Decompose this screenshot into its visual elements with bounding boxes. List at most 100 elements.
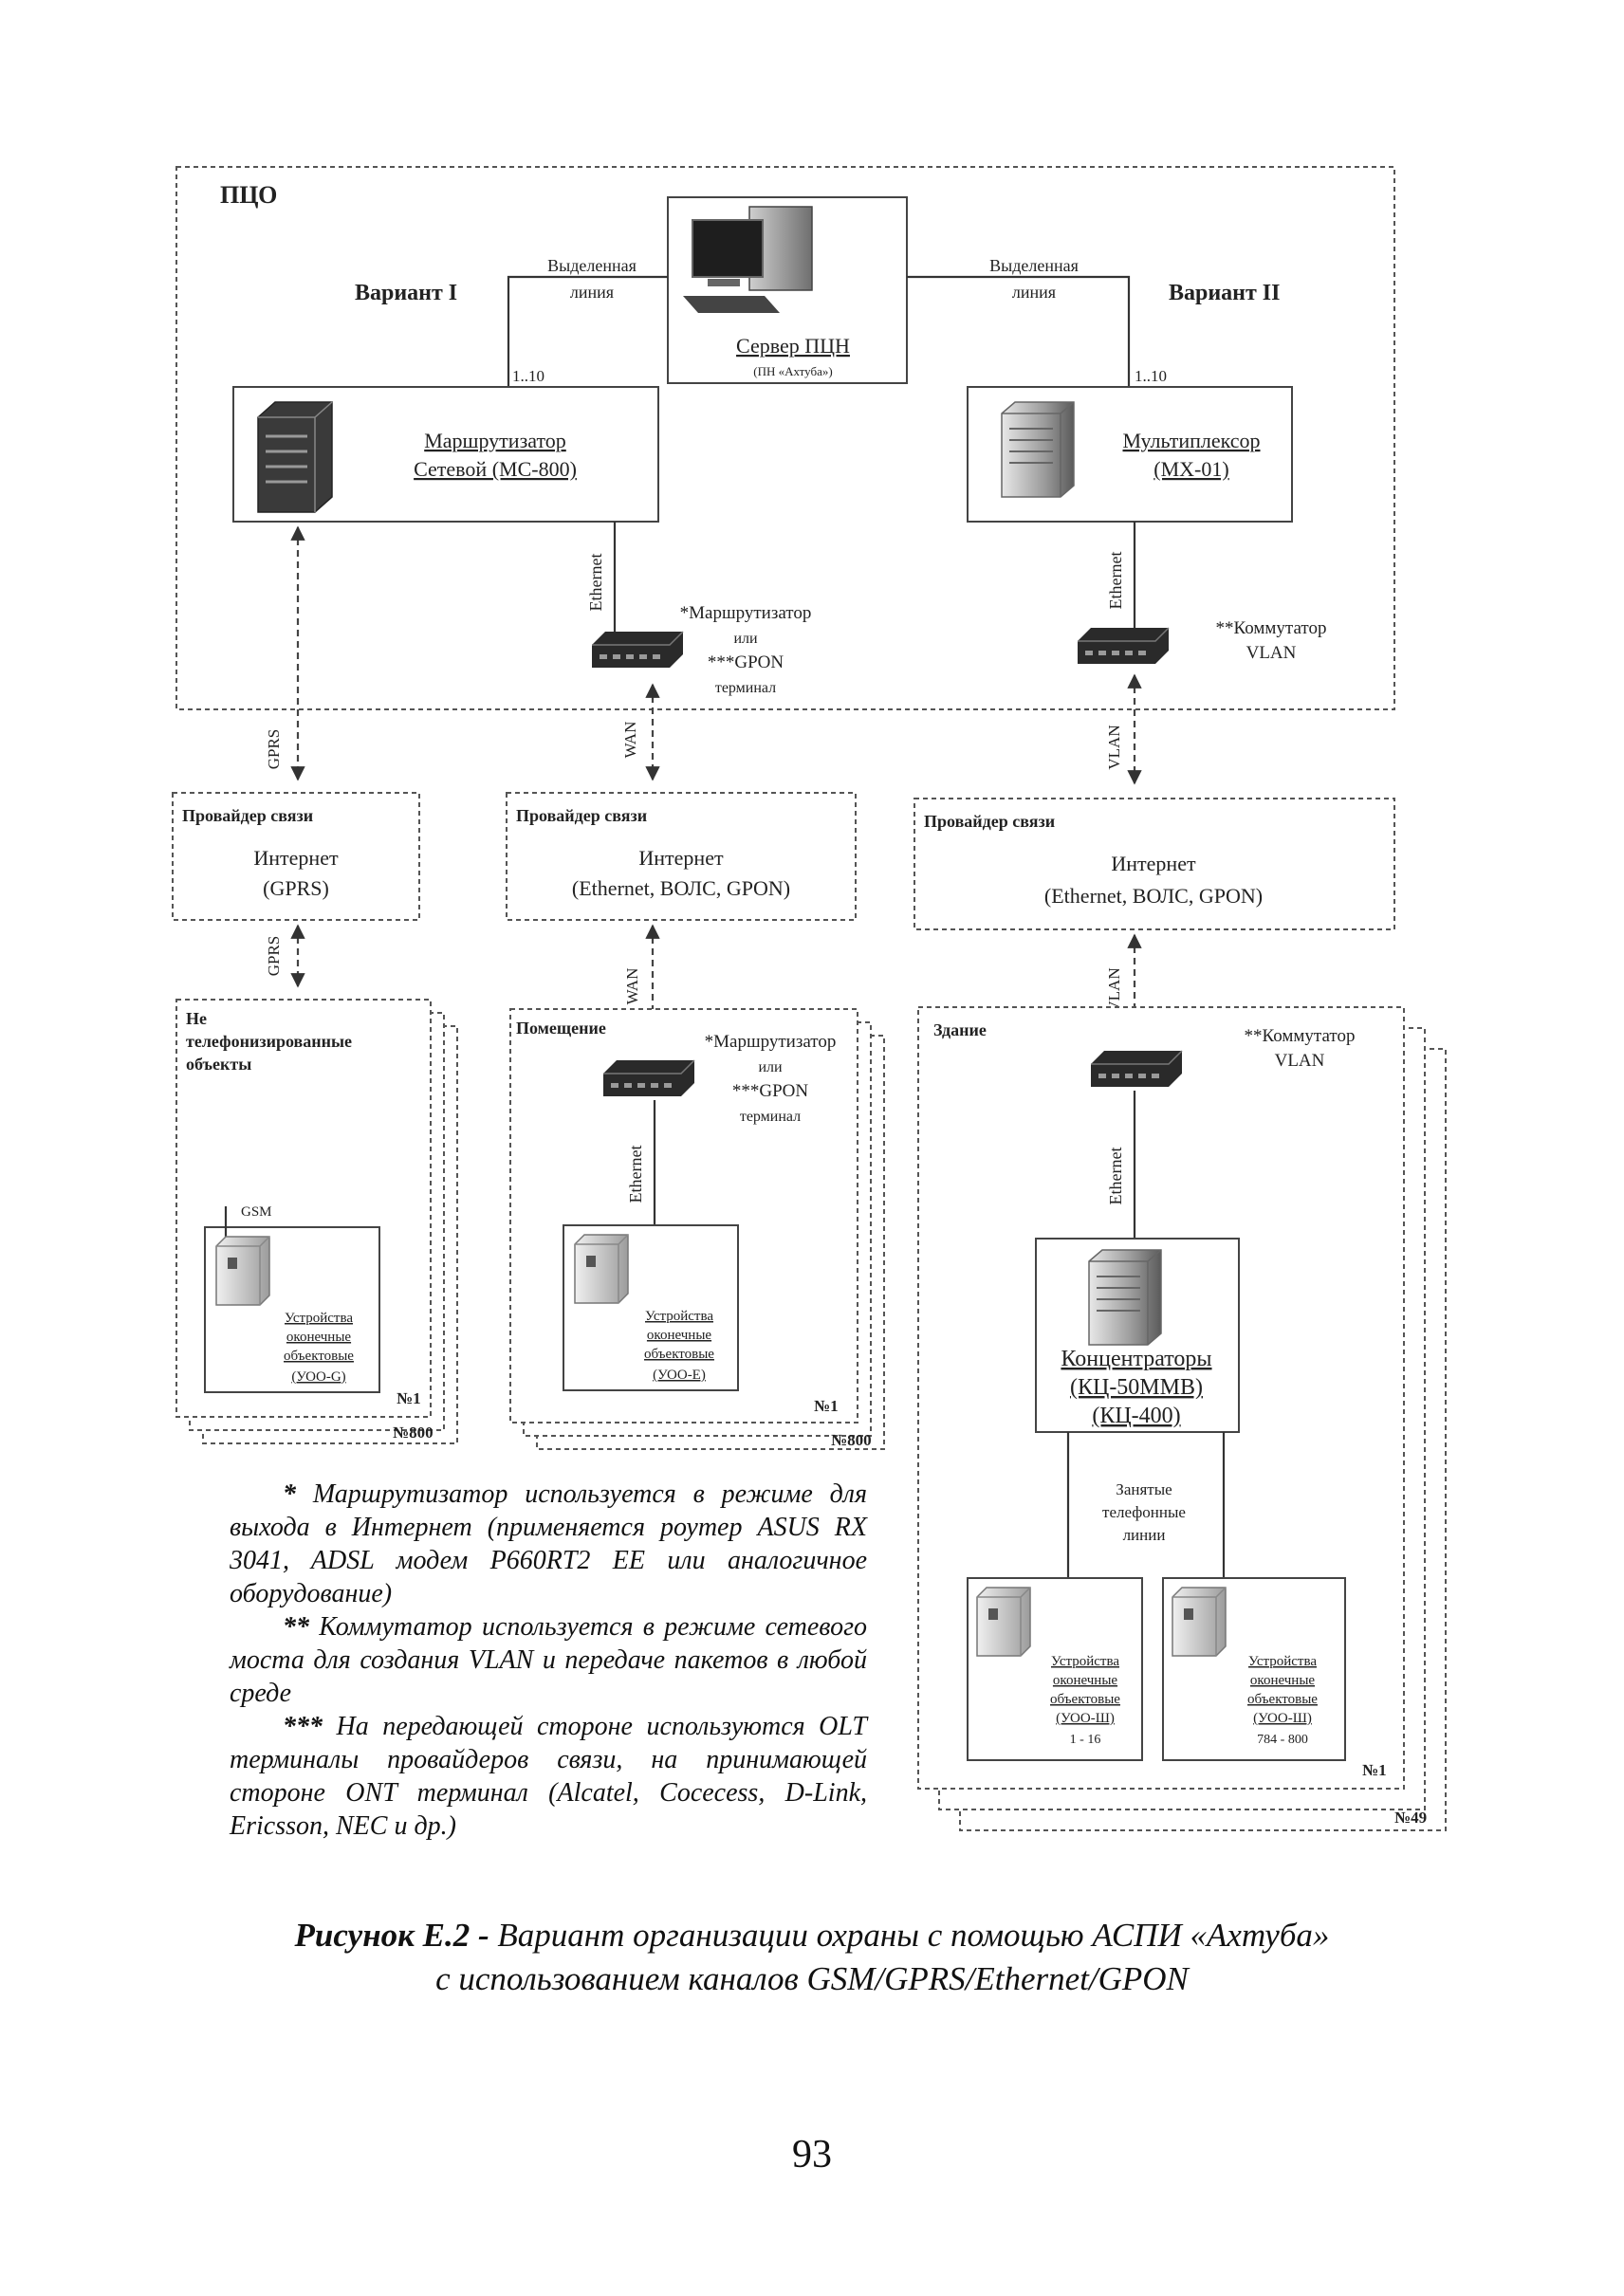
device-sh2-1: Устройства bbox=[1248, 1654, 1317, 1669]
router-note-pco-4: терминал bbox=[715, 680, 776, 696]
server-name: Сервер ПЦН bbox=[736, 334, 850, 358]
device-g-1: Устройства bbox=[285, 1311, 353, 1326]
wan-link-label-2: WAN bbox=[623, 968, 641, 1005]
footnote-3-mark: *** bbox=[283, 1712, 323, 1741]
provider-internet-3: Интернет bbox=[1111, 852, 1196, 875]
variant2-label: Вариант II bbox=[1169, 281, 1280, 305]
device-e-1: Устройства bbox=[645, 1309, 713, 1324]
non-phone-1: Не bbox=[186, 1009, 207, 1028]
pcn-frame bbox=[175, 166, 1395, 710]
no800-middle: №800 bbox=[831, 1431, 872, 1449]
router-gpon-icon-premises bbox=[602, 1059, 695, 1097]
router-note-prem-2: или bbox=[758, 1059, 783, 1075]
switch-note-pco-1: **Коммутатор bbox=[1216, 618, 1327, 638]
caption-text-2: с использованием каналов GSM/GPRS/Ethern… bbox=[435, 1960, 1189, 1997]
provider-sub-3: (Ethernet, ВОЛС, GPON) bbox=[1044, 884, 1263, 908]
switch-note-pco-2: VLAN bbox=[1246, 643, 1297, 663]
router-mc-name: Маршрутизатор bbox=[424, 429, 566, 452]
device-sh1-2: оконечные bbox=[1053, 1673, 1117, 1688]
concentrators-1: Концентраторы bbox=[1061, 1347, 1211, 1371]
router-note-prem-3: ***GPON bbox=[732, 1081, 809, 1101]
non-phone-2: телефонизированные bbox=[186, 1032, 352, 1051]
device-e-4: (УОО-E) bbox=[653, 1368, 706, 1383]
concentrators-3: (КЦ-400) bbox=[1092, 1404, 1180, 1428]
device-sh1-1: Устройства bbox=[1051, 1654, 1119, 1669]
caption-line-1: Рисунок Е.2 - Вариант организации охраны… bbox=[0, 1914, 1624, 1957]
router-note-prem-4: терминал bbox=[740, 1109, 801, 1125]
caption-label: Рисунок Е.2 - bbox=[294, 1917, 489, 1954]
device-sh2-4: (УОО-Ш) bbox=[1253, 1711, 1312, 1726]
leased-line-left-2: линия bbox=[570, 283, 614, 302]
switch-note-bld-2: VLAN bbox=[1275, 1051, 1325, 1071]
leased-line-left-1: Выделенная bbox=[547, 256, 637, 275]
busy-lines-3: линии bbox=[1123, 1526, 1166, 1544]
footnote-2-text: Коммутатор используется в режиме сетевог… bbox=[230, 1612, 867, 1708]
mux-icon bbox=[1001, 401, 1075, 498]
no1-left: №1 bbox=[397, 1389, 421, 1407]
concentrators-2: (КЦ-50ММВ) bbox=[1070, 1375, 1203, 1400]
no1-middle: №1 bbox=[814, 1397, 839, 1415]
non-phone-3: объекты bbox=[186, 1055, 251, 1074]
variant1-label: Вариант I bbox=[355, 281, 457, 305]
router-mc-model: Сетевой (МС-800) bbox=[414, 457, 577, 481]
server-sub: (ПН «Ахтуба») bbox=[753, 364, 832, 378]
device-sh1-icon bbox=[976, 1587, 1031, 1657]
device-g-2: оконечные bbox=[286, 1330, 351, 1345]
router-mc-icon bbox=[256, 400, 334, 514]
footnote-1-text: Маршрутизатор используется в режиме для … bbox=[230, 1479, 868, 1608]
ethernet-label-2: Ethernet bbox=[1106, 552, 1125, 610]
premises-label: Помещение bbox=[516, 1019, 606, 1038]
figure-caption: Рисунок Е.2 - Вариант организации охраны… bbox=[0, 1914, 1624, 2001]
switch-note-bld-1: **Коммутатор bbox=[1245, 1026, 1356, 1046]
footnote-2: ** Коммутатор используется в режиме сете… bbox=[230, 1610, 867, 1710]
wan-link-label-1: WAN bbox=[621, 722, 639, 759]
no49-right: №49 bbox=[1394, 1809, 1427, 1827]
device-g-4: (УОО-G) bbox=[291, 1369, 345, 1385]
vlan-switch-icon-building bbox=[1090, 1050, 1183, 1088]
device-sh1-3: объектовые bbox=[1050, 1692, 1120, 1707]
footnotes: * Маршрутизатор используется в режиме дл… bbox=[230, 1478, 867, 1843]
pcn-label: ПЦО bbox=[220, 181, 277, 209]
no800-left: №800 bbox=[393, 1424, 434, 1442]
vlan-link-label-2: VLAN bbox=[1105, 967, 1123, 1012]
device-sh1-5: 1 - 16 bbox=[1070, 1733, 1101, 1747]
vlan-link-label-1: VLAN bbox=[1105, 725, 1123, 769]
gprs-link-label-1: GPRS bbox=[265, 729, 283, 770]
mux-name: Мультиплексор bbox=[1122, 429, 1260, 452]
device-sh2-2: оконечные bbox=[1250, 1673, 1315, 1688]
footnote-2-mark: ** bbox=[283, 1612, 309, 1642]
vlan-switch-icon-pco bbox=[1077, 627, 1170, 665]
provider-sub-1: (GPRS) bbox=[263, 876, 329, 900]
ethernet-label-prem: Ethernet bbox=[626, 1146, 645, 1203]
range-right: 1..10 bbox=[1135, 367, 1167, 385]
device-e-2: оконечные bbox=[647, 1328, 711, 1343]
device-e-icon bbox=[574, 1234, 629, 1304]
provider-internet-1: Интернет bbox=[253, 846, 339, 870]
network-diagram: ПЦО Сервер ПЦН (ПН «Ахтуба») Вариант I В… bbox=[172, 166, 1447, 1831]
footnote-3: *** На передающей стороне используются O… bbox=[230, 1710, 867, 1843]
router-note-pco-1: *Маршрутизатор bbox=[680, 603, 812, 623]
provider-title-2: Провайдер связи bbox=[516, 806, 647, 825]
device-g-3: объектовые bbox=[284, 1349, 354, 1364]
provider-box-3 bbox=[914, 798, 1395, 930]
provider-sub-2: (Ethernet, ВОЛС, GPON) bbox=[572, 876, 790, 900]
leased-line-right-1: Выделенная bbox=[989, 256, 1079, 275]
provider-box-2 bbox=[506, 792, 857, 921]
router-gpon-icon-pco bbox=[591, 631, 684, 669]
device-g-icon bbox=[215, 1236, 270, 1306]
footnote-1: * Маршрутизатор используется в режиме дл… bbox=[230, 1478, 867, 1610]
busy-lines-2: телефонные bbox=[1102, 1503, 1186, 1521]
router-note-prem-1: *Маршрутизатор bbox=[705, 1032, 837, 1052]
device-sh2-5: 784 - 800 bbox=[1257, 1733, 1308, 1747]
caption-line-2: с использованием каналов GSM/GPRS/Ethern… bbox=[0, 1957, 1624, 2001]
range-left: 1..10 bbox=[512, 367, 544, 385]
gsm-label: GSM bbox=[241, 1204, 272, 1220]
gprs-link-label-2: GPRS bbox=[265, 936, 283, 977]
device-e-3: объектовые bbox=[644, 1347, 714, 1362]
device-sh1-4: (УОО-Ш) bbox=[1056, 1711, 1115, 1726]
computer-icon bbox=[683, 206, 813, 313]
footnote-1-mark: * bbox=[283, 1479, 296, 1509]
leased-line-right-2: линия bbox=[1012, 283, 1056, 302]
page-number: 93 bbox=[792, 2133, 832, 2177]
device-sh2-3: объектовые bbox=[1247, 1692, 1318, 1707]
